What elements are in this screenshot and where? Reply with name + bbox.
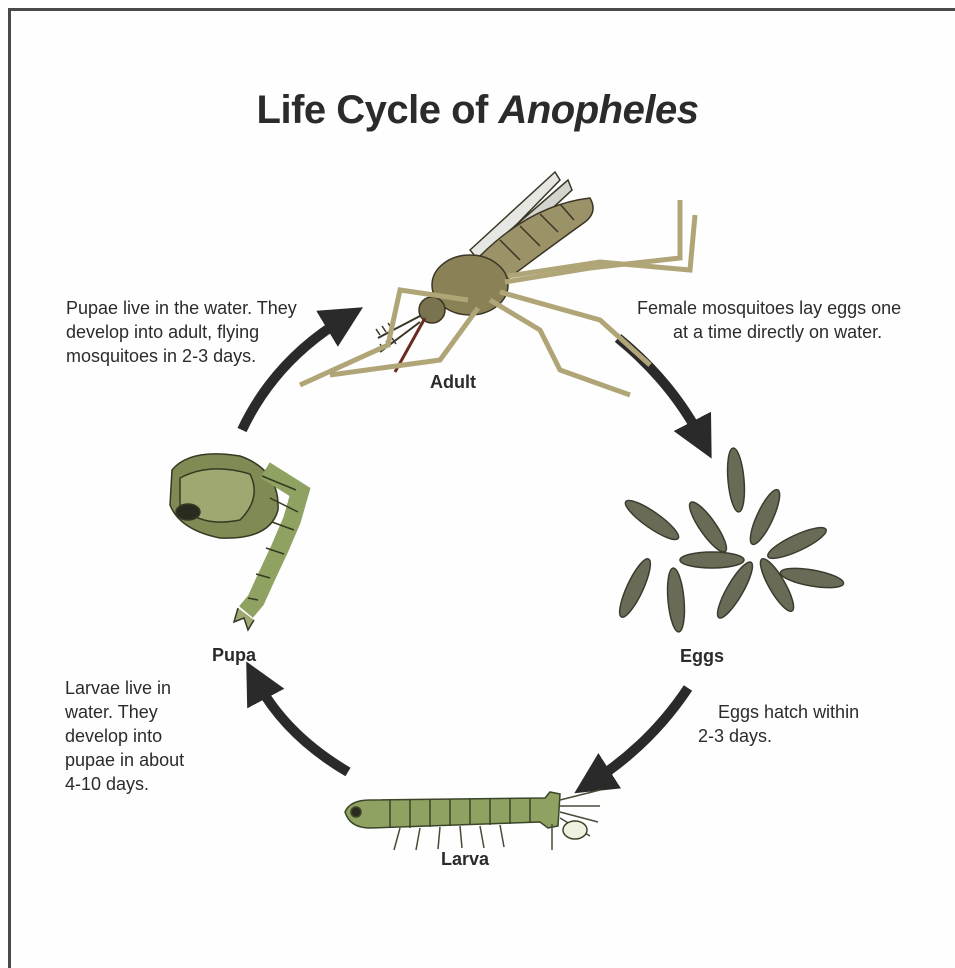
larva-illustration xyxy=(345,790,600,850)
arrow-adult-to-eggs xyxy=(618,338,702,440)
caption-larva-to-pupa: Larvae live in water. They develop into … xyxy=(65,676,184,796)
stage-label-adult: Adult xyxy=(430,372,476,393)
arrow-larva-to-pupa xyxy=(256,680,348,772)
caption-pupa-to-adult: Pupae live in the water. They develop in… xyxy=(66,296,297,368)
stage-label-larva: Larva xyxy=(441,849,489,870)
stage-label-pupa: Pupa xyxy=(212,645,256,666)
stage-label-eggs: Eggs xyxy=(680,646,724,667)
adult-mosquito-illustration xyxy=(300,172,695,395)
caption-adult-to-eggs: Female mosquitoes lay eggs one at a time… xyxy=(637,296,901,344)
pupa-illustration xyxy=(170,454,300,630)
caption-eggs-to-larva: Eggs hatch within 2-3 days. xyxy=(718,700,859,748)
eggs-illustration xyxy=(614,447,845,632)
arrow-eggs-to-larva xyxy=(592,688,688,782)
